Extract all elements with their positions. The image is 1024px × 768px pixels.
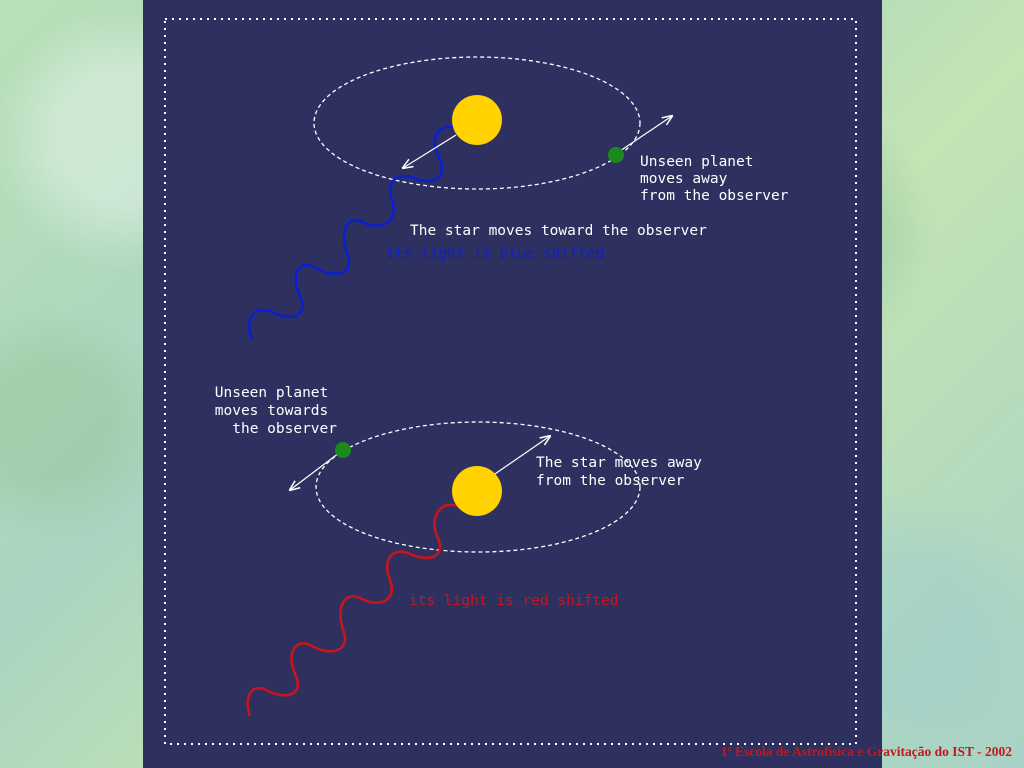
diagram-panel xyxy=(143,0,882,768)
red-shift-label: its light is red shifted xyxy=(409,593,619,609)
bottom-planet xyxy=(335,442,351,458)
top-scene: Unseen planet moves away from the observ… xyxy=(247,56,789,341)
bottom-planet-velocity-arrow xyxy=(290,449,344,490)
bottom-scene: Unseen planet moves towards the observer… xyxy=(215,385,711,717)
top-star-velocity-arrow xyxy=(403,134,457,168)
footer-credit: 1ª Escola de Astrofísica e Gravitação do… xyxy=(720,744,1012,759)
dotted-frame xyxy=(164,18,857,745)
top-star-label: The star moves toward the observer xyxy=(410,223,707,239)
blue-shift-label: its light is blue shifted xyxy=(386,246,604,262)
bottom-planet-label: Unseen planet moves towards the observer xyxy=(215,385,337,437)
bottom-red-light-wave xyxy=(246,503,459,717)
top-planet xyxy=(608,147,624,163)
bottom-orbit xyxy=(315,421,641,553)
top-planet-label: Unseen planet moves away from the observ… xyxy=(640,154,789,204)
top-blue-light-wave xyxy=(247,125,456,341)
bottom-star-label: The star moves away from the observer xyxy=(536,455,711,489)
bottom-star xyxy=(452,466,502,516)
top-orbit xyxy=(313,56,641,190)
top-star xyxy=(452,95,502,145)
bottom-star-velocity-arrow xyxy=(491,436,550,477)
top-planet-velocity-arrow xyxy=(616,116,672,154)
